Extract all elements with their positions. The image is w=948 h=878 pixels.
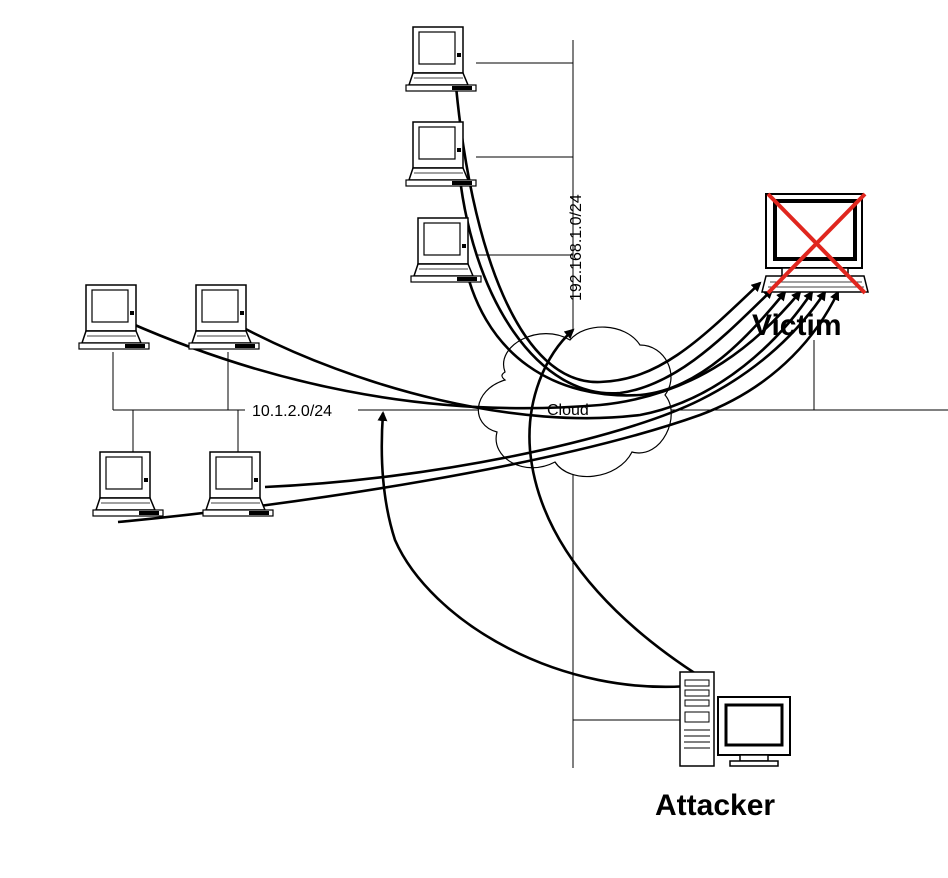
laptop-icon [410, 217, 482, 283]
laptop-icon [78, 284, 150, 350]
laptop-icon [188, 284, 260, 350]
attacker-computer [679, 671, 791, 767]
subnet-a-label: 192.168.1.0/24 [568, 194, 585, 301]
victim-label: Victim [752, 309, 842, 342]
attack-traffic [117, 74, 840, 689]
victim-computer [761, 192, 869, 295]
network-wires [112, 40, 948, 768]
desktop-computer-icon [761, 193, 869, 293]
laptop-icon [92, 451, 164, 517]
subnet-b-label: 10.1.2.0/24 [252, 403, 332, 420]
laptop-icon [202, 451, 274, 517]
attacker-label: Attacker [655, 789, 775, 822]
cloud-label: Cloud [547, 402, 589, 419]
subnet-b-label-group: 10.1.2.0/24 [248, 400, 356, 420]
victim-cross-mark [766, 192, 867, 295]
laptop-icon [405, 26, 477, 92]
tower-server-with-monitor-icon [679, 671, 791, 767]
